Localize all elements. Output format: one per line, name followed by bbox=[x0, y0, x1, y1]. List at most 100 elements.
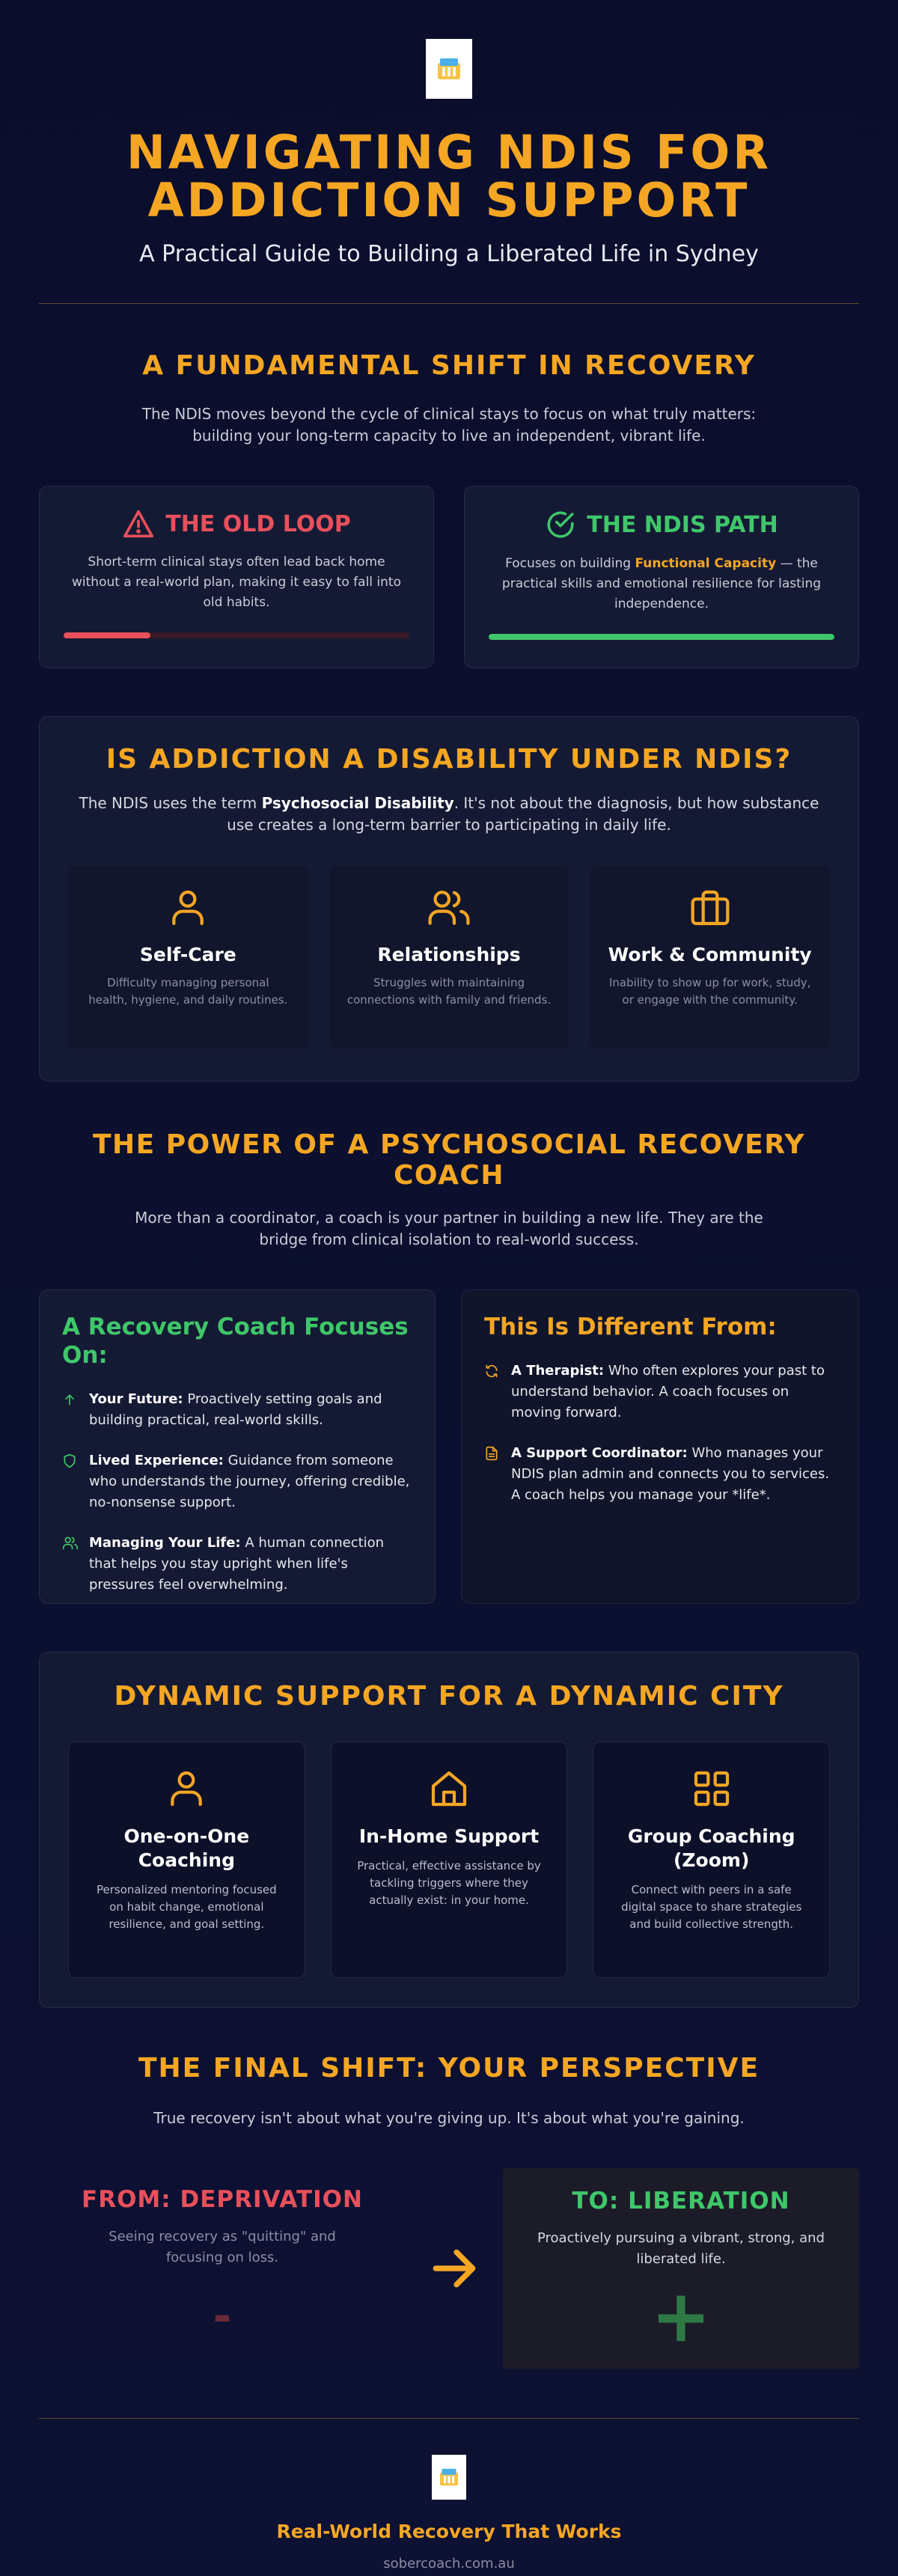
from-deprivation-title: FROM: DEPRIVATION bbox=[82, 2186, 363, 2213]
shift-title: A FUNDAMENTAL SHIFT IN RECOVERY bbox=[142, 350, 756, 381]
relationships-card: Relationships Struggles with maintaining… bbox=[329, 866, 569, 1049]
disability-lead-before: The NDIS uses the term bbox=[79, 794, 262, 812]
one-on-one-title: One-on-One Coaching bbox=[123, 1825, 250, 1871]
footer-tagline: Real-World Recovery That Works bbox=[276, 2521, 622, 2542]
footer-logo bbox=[432, 2455, 466, 2500]
coach-difference-title: This Is Different From: bbox=[484, 1313, 777, 1340]
shift-arrow bbox=[406, 2168, 503, 2369]
shield-icon bbox=[64, 1453, 76, 1468]
one-on-one-text: Personalized mentoring focused on habit … bbox=[97, 1883, 277, 1931]
page-title: NAVIGATING NDIS FOR ADDICTION SUPPORT bbox=[39, 129, 859, 225]
old-loop-text: Short-term clinical stays often lead bac… bbox=[72, 555, 401, 610]
minus-icon: - bbox=[213, 2290, 232, 2342]
dynamic-title: DYNAMIC SUPPORT FOR A DYNAMIC CITY bbox=[114, 1681, 784, 1712]
focus-item: Managing Your Life: A human connection t… bbox=[62, 1533, 412, 1596]
focus-item-label: Your Future: bbox=[89, 1391, 183, 1407]
focus-item-label: Lived Experience: bbox=[89, 1453, 224, 1468]
check-circle-icon bbox=[547, 511, 574, 538]
focus-item-text: Guidance from someone who understands th… bbox=[89, 1453, 410, 1510]
group-coaching-text: Connect with peers in a safe digital spa… bbox=[621, 1883, 802, 1931]
from-deprivation: FROM: DEPRIVATION Seeing recovery as "qu… bbox=[39, 2168, 406, 2369]
ndis-path-progress-fill bbox=[489, 634, 834, 640]
user-icon bbox=[172, 890, 204, 926]
relationships-text: Struggles with maintaining connections w… bbox=[346, 976, 552, 1007]
document-icon bbox=[486, 1446, 498, 1461]
disability-lead: The NDIS uses the term Psychosocial Disa… bbox=[68, 793, 830, 836]
footer-divider bbox=[39, 2418, 859, 2419]
old-loop-progress-bar bbox=[64, 632, 409, 638]
ndis-path-title: THE NDIS PATH bbox=[587, 511, 778, 538]
ndis-path-text-before: Focuses on building bbox=[505, 556, 635, 571]
group-coaching-title: Group Coaching (Zoom) bbox=[627, 1825, 795, 1871]
self-care-card: Self-Care Difficulty managing personal h… bbox=[68, 866, 308, 1049]
arrow-right-icon bbox=[433, 2249, 476, 2288]
plus-icon: + bbox=[650, 2274, 712, 2358]
users-icon bbox=[428, 891, 470, 925]
in-home-card: In-Home Support Practical, effective ass… bbox=[330, 1742, 568, 1978]
disability-title: IS ADDICTION A DISABILITY UNDER NDIS? bbox=[106, 744, 792, 775]
logo-mark-icon bbox=[438, 58, 460, 79]
grid-icon bbox=[694, 1771, 729, 1807]
disability-lead-after: . It's not about the diagnosis, but how … bbox=[227, 794, 819, 834]
footer-url[interactable]: sobercoach.com.au bbox=[383, 2556, 515, 2572]
relationships-title: Relationships bbox=[377, 944, 521, 965]
briefcase-icon bbox=[691, 890, 730, 926]
dynamic-support-section: DYNAMIC SUPPORT FOR A DYNAMIC CITY One-o… bbox=[39, 1652, 859, 2008]
coach-title: THE POWER OF A PSYCHOSOCIAL RECOVERY COA… bbox=[92, 1129, 806, 1191]
difference-item: A Therapist: Who often explores your pas… bbox=[484, 1361, 836, 1423]
work-community-text: Inability to show up for work, study, or… bbox=[608, 976, 811, 1007]
difference-item-text: Who often explores your past to understa… bbox=[511, 1363, 825, 1420]
users-icon bbox=[63, 1536, 78, 1550]
self-care-title: Self-Care bbox=[139, 944, 236, 965]
psychosocial-disability-term: Psychosocial Disability bbox=[261, 794, 454, 812]
logo-mark-icon bbox=[440, 2468, 458, 2486]
from-deprivation-text: Seeing recovery as "quitting" and focusi… bbox=[109, 2229, 336, 2265]
old-loop-progress-fill bbox=[64, 632, 150, 638]
to-liberation-text: Proactively pursuing a vibrant, strong, … bbox=[537, 2230, 825, 2267]
focus-item: Lived Experience: Guidance from someone … bbox=[62, 1450, 412, 1513]
logo bbox=[426, 39, 472, 99]
coach-lead: More than a coordinator, a coach is your… bbox=[39, 1207, 859, 1251]
refresh-icon bbox=[486, 1364, 498, 1378]
work-community-card: Work & Community Inability to show up fo… bbox=[590, 866, 831, 1049]
shift-lead-line1: The NDIS moves beyond the cycle of clini… bbox=[141, 405, 757, 423]
ndis-path-text: Focuses on building Functional Capacity … bbox=[489, 554, 834, 614]
work-community-title: Work & Community bbox=[608, 944, 812, 965]
to-liberation-title: TO: LIBERATION bbox=[572, 2188, 790, 2215]
old-loop-card: THE OLD LOOP Short-term clinical stays o… bbox=[39, 486, 434, 668]
header-divider bbox=[39, 303, 859, 304]
coach-difference-card: This Is Different From: A Therapist: Who… bbox=[461, 1289, 859, 1604]
functional-capacity-highlight: Functional Capacity bbox=[635, 556, 777, 571]
ndis-path-progress-bar bbox=[489, 634, 834, 640]
coach-focus-card: A Recovery Coach Focuses On: Your Future… bbox=[39, 1289, 436, 1604]
in-home-text: Practical, effective assistance by tackl… bbox=[357, 1859, 541, 1907]
home-icon bbox=[431, 1771, 467, 1807]
difference-item-label: A Support Coordinator: bbox=[511, 1445, 688, 1461]
one-on-one-card: One-on-One Coaching Personalized mentori… bbox=[68, 1742, 305, 1978]
focus-item-text: A human connection that helps you stay u… bbox=[89, 1535, 385, 1593]
coach-lead-line2: bridge from clinical isolation to real-w… bbox=[259, 1230, 639, 1248]
coach-focus-title: A Recovery Coach Focuses On: bbox=[62, 1313, 409, 1369]
shift-lead-line2: building your long-term capacity to live… bbox=[192, 427, 706, 445]
difference-item: A Support Coordinator: Who manages your … bbox=[484, 1443, 836, 1506]
page-title-line2: ADDICTION SUPPORT bbox=[147, 173, 751, 228]
perspective-title: THE FINAL SHIFT: YOUR PERSPECTIVE bbox=[138, 2053, 760, 2084]
focus-item-text: Proactively setting goals and building p… bbox=[89, 1391, 382, 1428]
focus-item: Your Future: Proactively setting goals a… bbox=[62, 1389, 412, 1431]
perspective-lead: True recovery isn't about what you're gi… bbox=[153, 2109, 745, 2127]
shift-lead: The NDIS moves beyond the cycle of clini… bbox=[39, 403, 859, 447]
warning-icon bbox=[123, 510, 154, 538]
difference-item-text: Who manages your NDIS plan admin and con… bbox=[511, 1445, 830, 1503]
difference-item-label: A Therapist: bbox=[511, 1363, 605, 1379]
in-home-title: In-Home Support bbox=[358, 1825, 540, 1847]
self-care-text: Difficulty managing personal health, hyg… bbox=[88, 976, 288, 1007]
group-coaching-card: Group Coaching (Zoom) Connect with peers… bbox=[593, 1742, 831, 1978]
arrow-up-icon bbox=[65, 1394, 74, 1405]
page-title-line1: NAVIGATING NDIS FOR bbox=[126, 125, 772, 180]
disability-section: IS ADDICTION A DISABILITY UNDER NDIS? Th… bbox=[39, 716, 859, 1081]
to-liberation: TO: LIBERATION Proactively pursuing a vi… bbox=[503, 2168, 859, 2369]
focus-item-label: Managing Your Life: bbox=[89, 1535, 241, 1551]
ndis-path-card: THE NDIS PATH Focuses on building Functi… bbox=[464, 486, 859, 668]
coach-lead-line1: More than a coordinator, a coach is your… bbox=[135, 1209, 763, 1227]
page-subtitle: A Practical Guide to Building a Liberate… bbox=[139, 241, 759, 267]
